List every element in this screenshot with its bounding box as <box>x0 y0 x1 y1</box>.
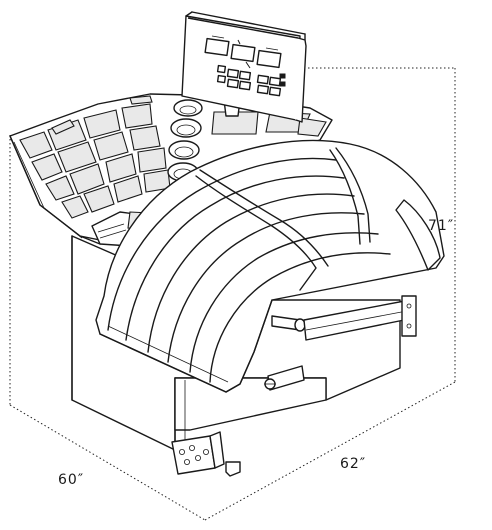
height-dimension-label: 71″ <box>428 218 454 234</box>
dimension-lines <box>9 67 456 521</box>
tray-compartments <box>19 95 171 219</box>
weight-tray <box>9 93 333 249</box>
tray-cups <box>167 99 203 203</box>
width-dimension-label: 62″ <box>340 456 366 472</box>
depth-dimension-label: 60″ <box>58 472 84 488</box>
display-readouts <box>204 35 282 69</box>
console-buttons <box>216 64 286 97</box>
display-console <box>181 11 307 123</box>
wheel-hood <box>95 139 445 393</box>
foot-pedal-bracket <box>171 431 241 477</box>
dimension-labels: 71″ 60″ 62″ <box>58 218 454 488</box>
hood-arm <box>264 295 417 391</box>
